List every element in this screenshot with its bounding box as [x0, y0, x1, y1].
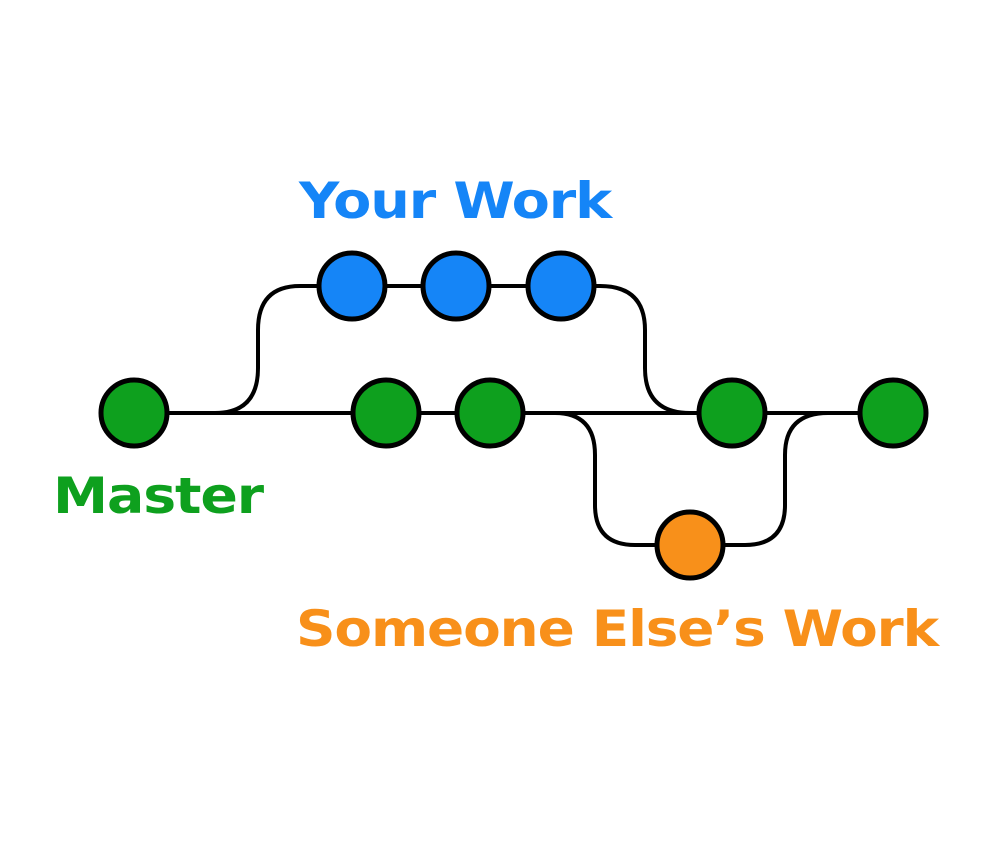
master-commit: [857, 377, 929, 449]
master-commit: [454, 377, 526, 449]
master-commit: [696, 377, 768, 449]
master-commit: [350, 377, 422, 449]
master-commit: [98, 377, 170, 449]
your-work-commit: [420, 250, 492, 322]
your-work-line: [213, 284, 692, 415]
your-work-label: Your Work: [298, 172, 614, 230]
someone-elses-work-commits: [654, 509, 726, 581]
someone-elses-work-commit: [654, 509, 726, 581]
someone-elses-work-label: Someone Else’s Work: [296, 600, 941, 658]
master-commits: [98, 377, 929, 449]
your-work-commit: [525, 250, 597, 322]
master-label: Master: [53, 467, 264, 525]
your-work-commits: [316, 250, 597, 322]
your-work-commit: [316, 250, 388, 322]
